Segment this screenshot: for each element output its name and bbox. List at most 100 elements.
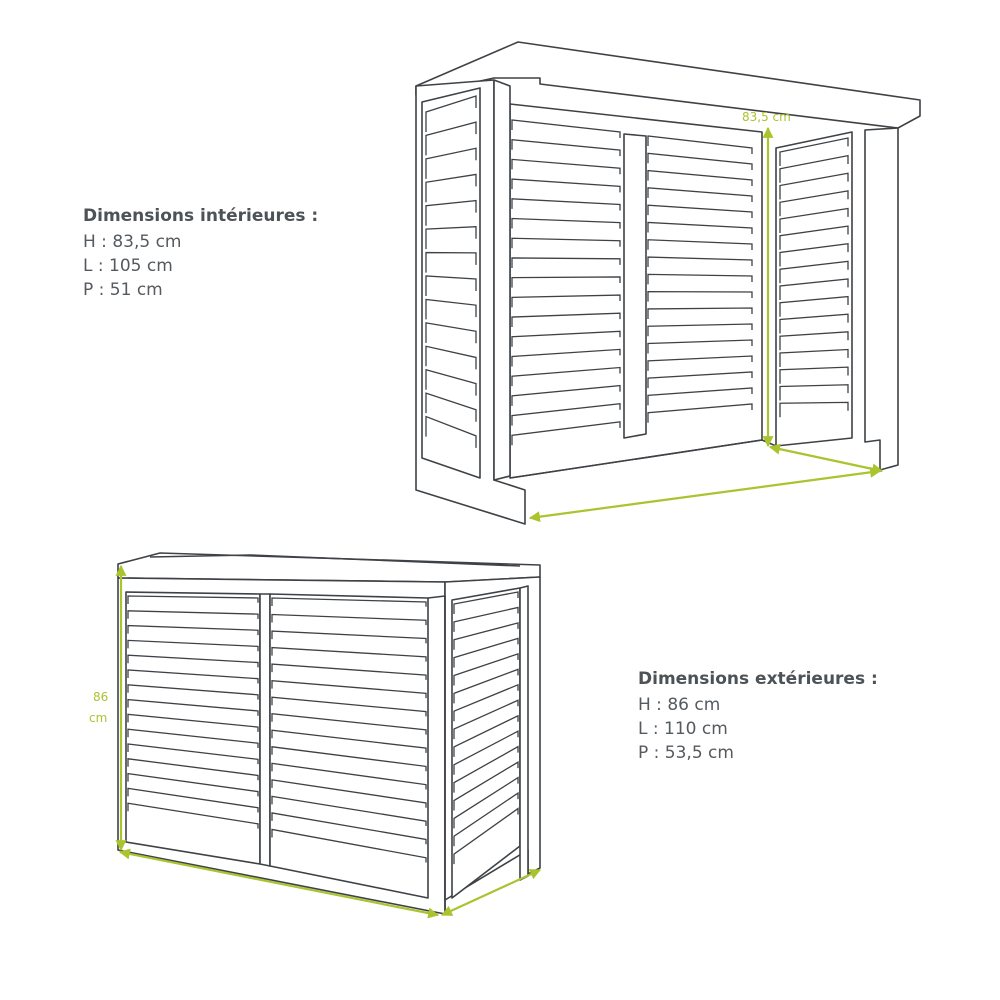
- interior-back-slat: [511, 348, 621, 367]
- exterior-depth-dimension: [441, 869, 541, 916]
- interior-left-slat: [425, 226, 477, 250]
- interior-right-slat: [779, 313, 849, 334]
- exterior-front-slat: [271, 762, 427, 790]
- interior-right-slat: [779, 137, 849, 166]
- exterior-dimensions-title: Dimensions extérieures :: [638, 669, 878, 689]
- interior-left-slat: [425, 251, 477, 273]
- exterior-front-divider: [259, 593, 271, 867]
- exterior-dimensions-block: Dimensions extérieures : H : 86 cm L : 1…: [638, 669, 878, 765]
- interior-right-slat: [779, 278, 849, 300]
- exterior-front-slat: [127, 610, 259, 619]
- interior-right-slat: [779, 207, 849, 233]
- exterior-top-lid-inset: [149, 554, 521, 567]
- exterior-width-spec: L : 110 cm: [638, 719, 728, 739]
- interior-right-slat: [779, 243, 849, 267]
- interior-dimensions-title: Dimensions intérieures :: [83, 206, 319, 226]
- exterior-side-slat: [453, 668, 519, 704]
- interior-right-slat: [779, 331, 849, 351]
- interior-right-slat: [779, 295, 849, 317]
- interior-right-slat: [779, 260, 849, 284]
- interior-back-slat: [511, 294, 621, 308]
- exterior-front-edge: [427, 595, 446, 914]
- interior-back-slat: [511, 421, 621, 446]
- exterior-front-slat: [271, 729, 427, 753]
- exterior-front-slat: [271, 746, 427, 772]
- interior-left-slat: [425, 147, 477, 179]
- interior-right-slat: [779, 384, 849, 401]
- exterior-front-slat: [127, 669, 259, 684]
- exterior-front-slat: [271, 696, 427, 717]
- exterior-side-slat: [453, 714, 519, 757]
- exterior-side-slat: [453, 652, 519, 686]
- exterior-front-slat: [271, 646, 427, 662]
- exterior-front-slat: [271, 779, 427, 808]
- exterior-side-slat: [453, 606, 519, 632]
- exterior-front-slat: [127, 684, 259, 700]
- interior-right-slat: [779, 154, 849, 183]
- interior-height-spec: H : 83,5 cm: [83, 232, 182, 252]
- interior-back-slat: [647, 204, 753, 218]
- interior-back-slat: [647, 187, 753, 202]
- exterior-front-slat: [271, 812, 427, 845]
- exterior-front-slat: [271, 795, 427, 826]
- exterior-top-lid: [117, 552, 541, 583]
- interior-back-slat: [511, 366, 621, 387]
- interior-back-slat: [511, 384, 621, 406]
- interior-right-post: [864, 127, 899, 471]
- interior-depth-spec: P : 51 cm: [83, 280, 163, 300]
- interior-right-slat: [779, 366, 849, 384]
- exterior-view: [117, 552, 541, 915]
- exterior-height-label-value: 86: [93, 690, 108, 704]
- interior-depth-dimension: [768, 443, 884, 475]
- exterior-front-slat: [127, 802, 259, 829]
- interior-back-slat: [647, 323, 753, 337]
- interior-back-slat: [511, 276, 621, 288]
- interior-back-slat: [511, 217, 621, 229]
- interior-back-slat: [647, 135, 753, 154]
- interior-back-slat: [511, 178, 621, 193]
- interior-back-slat: [511, 403, 621, 426]
- interior-back-slat: [647, 239, 753, 250]
- exterior-side-slat: [453, 791, 519, 847]
- exterior-front-slat: [271, 713, 427, 735]
- interior-left-slat: [425, 322, 477, 344]
- interior-left-slat: [425, 121, 477, 156]
- exterior-front-slat: [127, 743, 259, 765]
- exterior-side-slat: [453, 683, 519, 722]
- interior-left-slat: [425, 95, 477, 132]
- exterior-front-slat: [127, 713, 259, 732]
- interior-left-slat: [425, 345, 477, 370]
- exterior-front-slat: [127, 654, 259, 668]
- exterior-front-slat: [127, 758, 259, 781]
- exterior-front-slat: [271, 630, 427, 644]
- interior-back-slat: [647, 273, 753, 285]
- interior-back-slat: [647, 169, 753, 186]
- interior-dimension-lines: [528, 126, 884, 523]
- exterior-front-slat: [127, 728, 259, 748]
- exterior-height-spec: H : 86 cm: [638, 695, 721, 715]
- exterior-side-slat: [453, 745, 519, 793]
- interior-width-spec: L : 105 cm: [83, 256, 173, 276]
- interior-back-slat: [647, 371, 753, 389]
- interior-back-divider: [623, 133, 647, 439]
- exterior-side-post: [519, 585, 529, 881]
- exterior-width-dimension: [118, 848, 440, 919]
- interior-slats: [425, 95, 849, 448]
- exterior-side-slat: [453, 730, 519, 775]
- interior-left-slat: [425, 368, 477, 396]
- interior-left-side-frame: [421, 87, 481, 479]
- interior-left-slat: [425, 415, 477, 448]
- interior-back-slat: [511, 257, 621, 268]
- interior-back-slat: [647, 355, 753, 371]
- exterior-front-slat: [127, 787, 259, 813]
- exterior-height-label-unit: cm: [89, 711, 107, 725]
- interior-back-slat: [647, 221, 753, 234]
- interior-back-slat: [511, 237, 621, 249]
- interior-left-slat: [425, 199, 477, 226]
- interior-back-slat: [647, 387, 753, 406]
- interior-back-slat: [511, 330, 621, 347]
- interior-back-slat: [511, 312, 621, 328]
- interior-back-slat: [511, 198, 621, 211]
- exterior-dimension-lines: [115, 564, 541, 919]
